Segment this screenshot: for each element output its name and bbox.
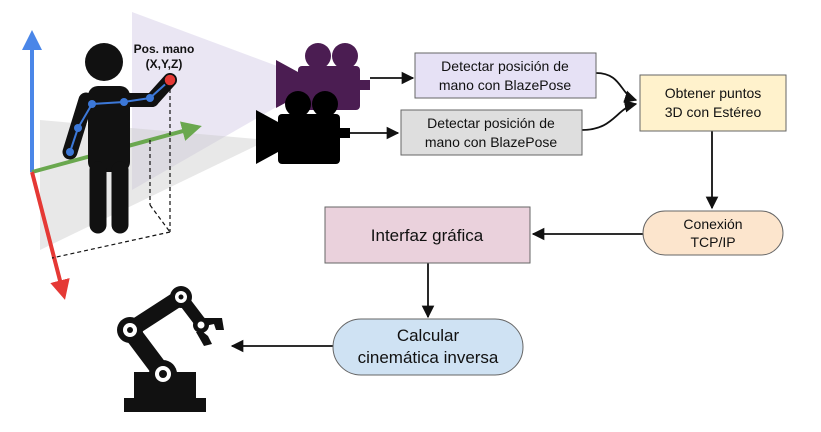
joint-point [120,98,128,106]
ik-line2: cinemática inversa [358,348,499,367]
ik-box: Calcular cinemática inversa [332,318,524,376]
camera-bottom-icon [256,91,350,164]
hand-label-line2: (X,Y,Z) [146,57,183,71]
detect-bottom-line2: mano con BlazePose [425,134,558,150]
gui-box: Interfaz gráfica [324,206,531,264]
detect-top-line1: Detectar posición de [441,58,569,74]
hand-label-line1: Pos. mano [134,42,195,56]
projection-lines [51,82,171,259]
axis-down [30,171,70,300]
stereo-line2: 3D con Estéreo [665,104,762,120]
flow-arrows [230,71,719,353]
joint-point [66,148,74,156]
arrow-detecttop-to-stereo [595,72,638,103]
camera-top-fov-cone [132,12,320,190]
joint-point [74,124,82,132]
stereo-box: Obtener puntos 3D con Estéreo [639,74,787,132]
joint-point [88,100,96,108]
tcp-line1: Conexión [683,216,742,232]
tcp-line2: TCP/IP [690,234,735,250]
arm-skeleton [66,73,177,156]
hand-point [163,73,177,87]
robot-arm-icon [117,286,224,412]
person-torso [88,86,130,172]
joint-point [146,94,154,102]
detect-bottom-box: Detectar posición de mano con BlazePose [400,109,583,156]
stereo-line1: Obtener puntos [665,85,762,101]
gui-label: Interfaz gráfica [371,226,484,245]
person-head [85,43,123,81]
ik-line1: Calcular [397,326,460,345]
arrow-detectbottom-to-stereo [581,100,638,131]
detect-top-line2: mano con BlazePose [439,77,572,93]
detect-bottom-line1: Detectar posición de [427,115,555,131]
tcp-box: Conexión TCP/IP [642,210,784,256]
detect-top-box: Detectar posición de mano con BlazePose [414,52,597,99]
